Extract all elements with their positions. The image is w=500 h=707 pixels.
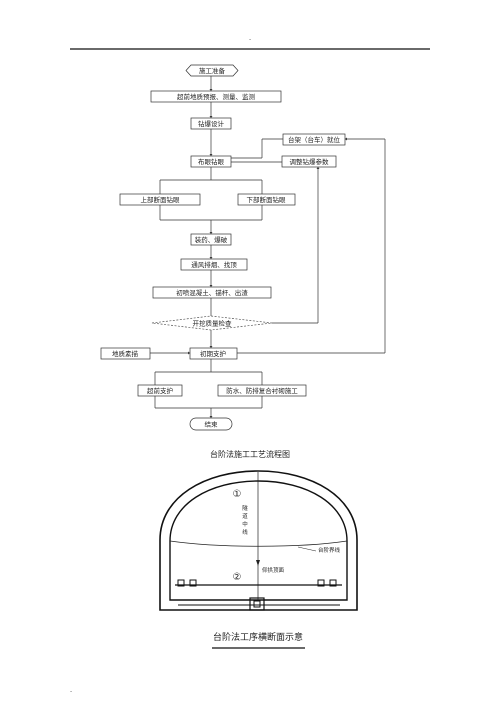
centerline-text: 隧道中线 <box>242 504 248 536</box>
adjust-box <box>281 155 337 168</box>
vent-box <box>180 258 248 271</box>
initial-support-label: 初期支护 <box>200 349 226 358</box>
geo-forecast-label: 超前地质预报、测量、监测 <box>177 92 256 101</box>
arrowhead <box>209 416 213 418</box>
lower-drill-label: 下部断面钻眼 <box>247 195 287 204</box>
arrowhead <box>209 257 213 259</box>
arrowhead <box>188 351 190 355</box>
end-label: 结束 <box>205 420 219 429</box>
tunnel-cross-section: ① ② 隧道中线 台阶界线 仰拱顶面 <box>159 470 358 611</box>
upper-drill-label: 上部断面钻眼 <box>141 195 181 204</box>
inner-lining <box>169 480 348 601</box>
charge-label: 装药、爆破 <box>195 235 228 244</box>
shotcrete-box <box>152 286 272 299</box>
geo-sketch-label: 地质素描 <box>112 349 139 358</box>
initial-support-box <box>189 347 238 360</box>
outer-lining <box>159 470 358 611</box>
geo-sketch-box <box>100 347 151 360</box>
flowchart-caption: 台阶法施工工艺流程图 <box>210 449 290 459</box>
quality-check-label: 开挖质量检查 <box>193 319 233 328</box>
section-caption: 台阶法工序横断面示意 <box>213 631 303 643</box>
advance-support-label: 超前支护 <box>147 386 173 395</box>
bench-boundary <box>169 540 348 547</box>
center-drain-inner <box>253 600 261 608</box>
adjust-label: 调整钻爆参数 <box>290 157 330 166</box>
leader-line <box>297 546 317 552</box>
center-drain <box>249 597 265 611</box>
arrowhead <box>256 560 260 566</box>
blast-design-label: 钻爆设计 <box>198 119 225 128</box>
drill-label: 布眼钻眼 <box>198 157 225 166</box>
trolley-box <box>282 133 346 146</box>
shotcrete-label: 初喷混凝土、锚杆、出渣 <box>176 288 248 297</box>
footer-mark: . <box>70 686 72 694</box>
step-1-marker: ① <box>233 489 242 500</box>
waterproof-label: 防水、防排复合衬砌施工 <box>226 386 298 395</box>
foot-block <box>189 579 197 587</box>
waterproof-box <box>217 384 307 397</box>
bench-line-label: 台阶界线 <box>318 546 341 554</box>
upper-drill-box <box>119 193 201 206</box>
start-box <box>185 64 239 77</box>
foot-block <box>317 579 325 587</box>
step-2-marker: ② <box>233 572 242 583</box>
arrowhead <box>209 232 213 234</box>
vent-label: 通风排烟、找顶 <box>191 260 237 269</box>
centerline-label: 隧道中线 <box>242 504 248 536</box>
foot-block <box>329 579 337 587</box>
arrowhead <box>209 116 213 118</box>
arrowhead <box>209 285 213 287</box>
arrowhead <box>209 89 213 91</box>
trolley-label: 台架（台车）就位 <box>288 135 341 144</box>
arrowhead <box>209 346 213 348</box>
advance-support-box <box>137 384 183 397</box>
lower-drill-box <box>237 193 296 206</box>
arrowhead <box>316 167 320 169</box>
geo-forecast-box <box>150 90 282 103</box>
flowchart: 施工准备 超前地质预报、测量、监测 钻爆设计 台架（台车）就位 布眼钻眼 调整钻… <box>100 64 386 431</box>
header-mark: · <box>249 36 251 44</box>
arrowhead <box>345 137 347 141</box>
foot-block <box>177 579 185 587</box>
start-label: 施工准备 <box>199 66 226 75</box>
floor-label: 仰拱顶面 <box>262 566 285 574</box>
quality-check-diamond <box>151 315 273 331</box>
arrowhead <box>209 154 213 156</box>
